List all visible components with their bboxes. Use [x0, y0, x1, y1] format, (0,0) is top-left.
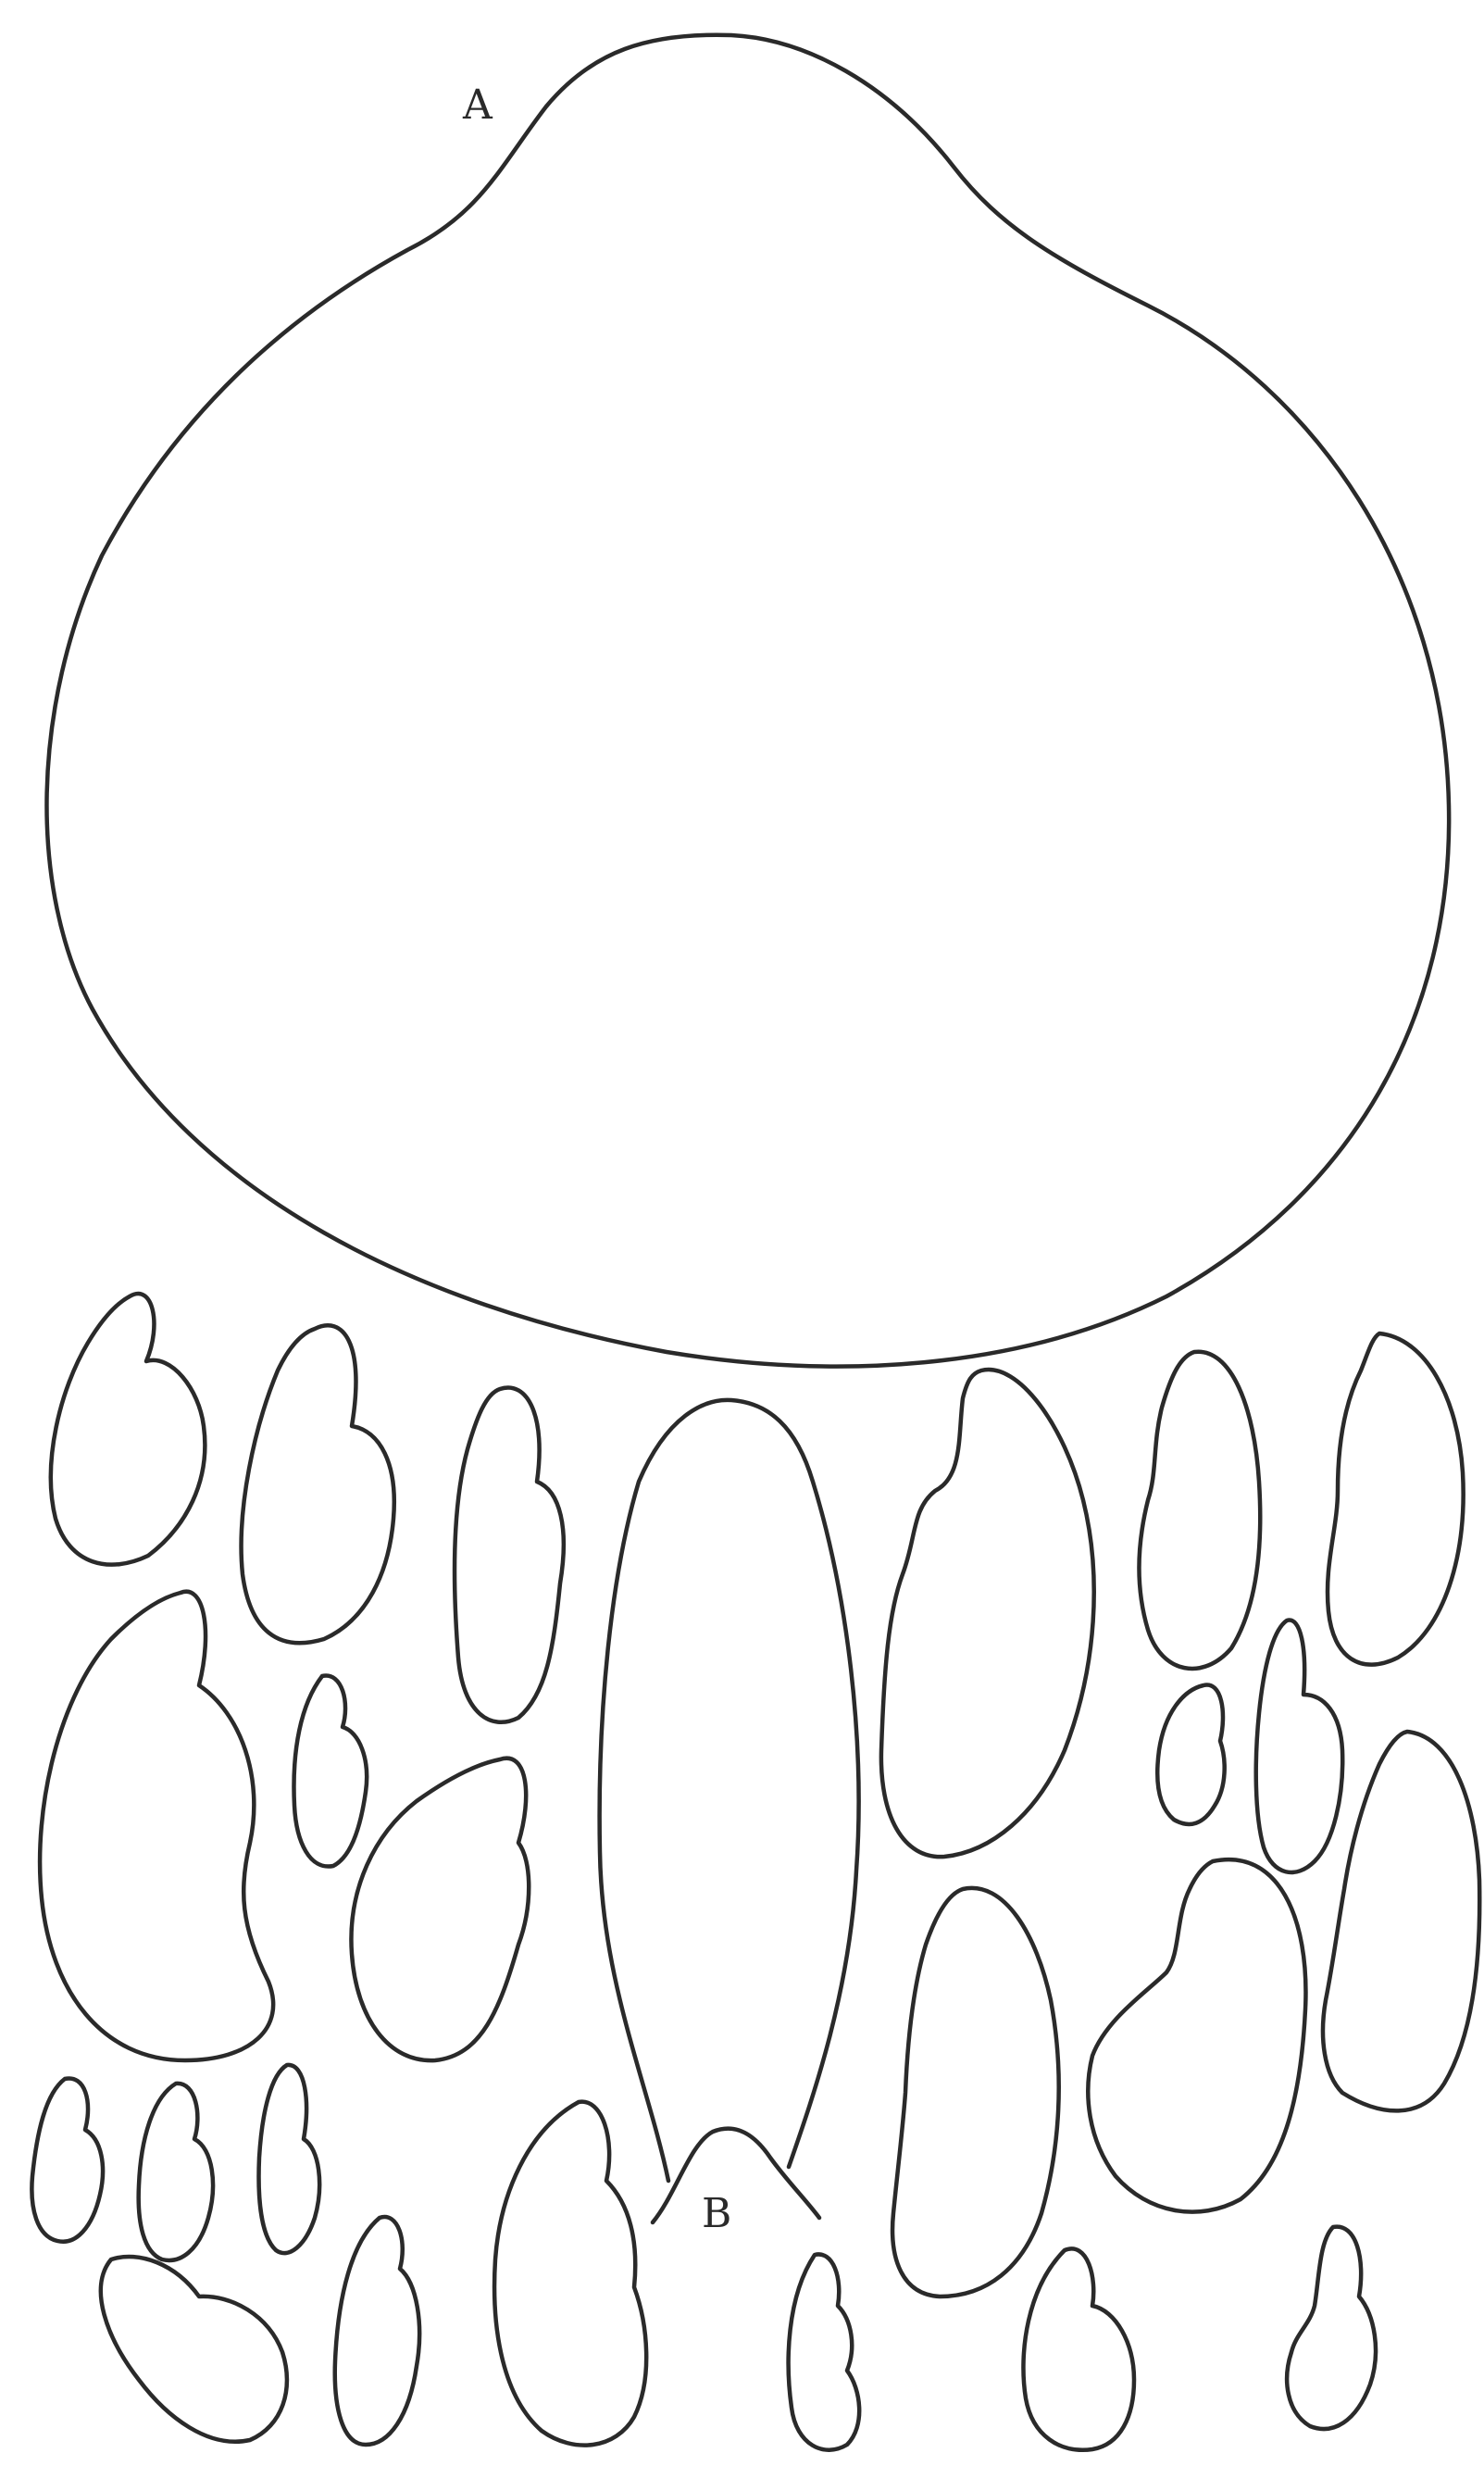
grain-8 [139, 2084, 213, 2260]
grain-b-tip [653, 2129, 819, 2222]
grain-14 [881, 1370, 1094, 1857]
large-grain-a [46, 35, 1449, 1367]
grain-10 [101, 2257, 287, 2442]
grain-6 [351, 1758, 529, 2060]
grain-19 [892, 1888, 1059, 2297]
grain-22 [1023, 2248, 1134, 2449]
grain-1 [51, 1294, 205, 1565]
grain-18 [1256, 1621, 1343, 1872]
grain-9 [259, 2065, 320, 2253]
grain-3 [455, 1387, 564, 1721]
elongated-grain-b [600, 1400, 859, 2181]
label-a: A [462, 81, 493, 129]
grain-4 [40, 1592, 273, 2060]
grain-11 [335, 2217, 419, 2445]
grain-20 [1088, 1859, 1305, 2212]
grain-7 [31, 2078, 103, 2241]
label-b: B [702, 2190, 731, 2237]
grain-15 [1140, 1352, 1261, 1669]
grain-21 [1323, 1732, 1479, 2110]
grain-13 [789, 2254, 860, 2449]
grain-16 [1328, 1333, 1464, 1665]
grain-17 [1157, 1685, 1224, 1824]
grain-23 [1287, 2227, 1376, 2429]
grain-12 [494, 2102, 646, 2446]
grain-2 [242, 1325, 394, 1643]
grain-5 [293, 1676, 367, 1867]
